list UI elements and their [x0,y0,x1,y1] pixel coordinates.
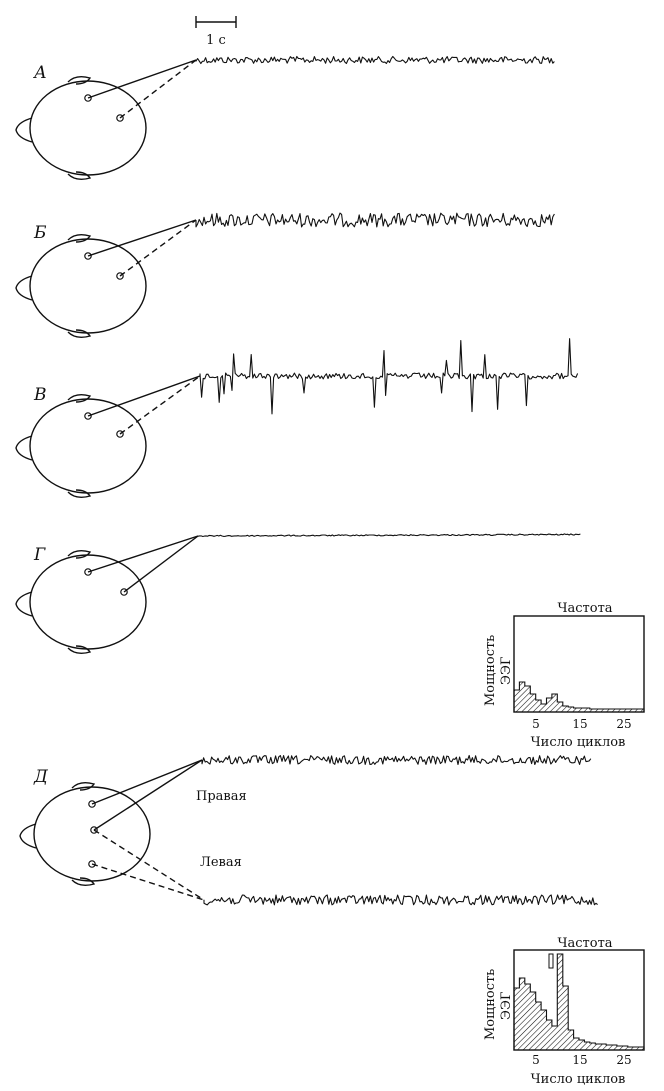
panel-label-v: В [33,385,47,405]
spectrum-2-title: Частота [557,936,612,951]
spectrum-1-bars [513,681,645,713]
head-g [15,535,199,655]
eeg-trace-a [195,55,555,65]
lead-line [87,219,197,257]
head-v [15,375,201,499]
eeg-trace-b [195,212,555,228]
spectrum-2-area [513,953,645,1051]
spectrum-2-bars [513,953,645,1051]
spectrum-chart-2: Частота Мощность ЭЭГ 5 15 25 Число цикло… [483,936,645,1087]
spectrum-1-tick-15: 15 [572,717,587,731]
spectrum-1-title: Частота [557,601,612,616]
spectrum-1-tick-25: 25 [616,717,631,731]
spectrum-2-tick-5: 5 [532,1053,540,1067]
spectrum-2-ylabel-line2: ЭЭГ [499,991,514,1020]
eeg-trace-left [203,894,598,906]
lead-line [93,759,203,831]
trace-label-right: Правая [196,789,247,804]
traces-group [195,55,598,906]
panel-label-a: А [33,63,47,83]
lead-line [87,535,199,573]
lead-line-dashed [119,375,201,435]
spectrum-1-ylabel-line2: ЭЭГ [499,656,514,685]
lead-line-dashed [119,59,197,119]
lead-line [87,59,197,99]
ear-icon [67,645,92,655]
ear-icon [67,489,92,499]
nose-icon [15,435,33,461]
ear-icon [67,549,92,559]
lead-line [91,759,203,805]
spectrum-1-xlabel: Число циклов [531,735,626,750]
lead-line [87,375,201,417]
lead-line [123,535,199,593]
heads-group [15,59,205,901]
ear-icon [67,75,92,85]
panel-label-d: Д [33,767,49,787]
spectrum-2-tick-15: 15 [572,1053,587,1067]
nose-icon [15,591,33,617]
lead-line-dashed [119,219,197,277]
lead-line-dashed [91,863,205,901]
ear-icon [67,233,92,243]
spectrum-1-tick-5: 5 [532,717,540,731]
spectrum-1-ylabel-line1: Мощность [483,635,498,706]
eeg-trace-v [199,338,579,415]
eeg-trace-g [197,533,581,538]
spectrum-2-peak [548,953,554,969]
panel-label-b: Б [33,223,47,243]
panel-label-g: Г [33,545,46,565]
spectrum-2-xlabel: Число циклов [531,1072,626,1087]
lead-line-dashed [93,829,205,901]
nose-icon [19,823,37,849]
ear-icon [67,171,92,181]
spectrum-1-area [513,681,645,713]
spectrum-chart-1: Частота Мощность ЭЭГ 5 15 25 Число цикло… [483,601,645,750]
ear-icon [71,877,96,887]
time-scale-bar: 1 с [195,16,237,48]
trace-label-left: Левая [200,855,242,870]
head-d [19,759,205,901]
spectrum-2-ylabel-line1: Мощность [483,969,498,1040]
ear-icon [67,393,92,403]
head-a [15,59,197,181]
ear-icon [71,781,96,791]
time-scale-label: 1 с [206,33,226,48]
eeg-trace-right [201,754,592,766]
ear-icon [67,329,92,339]
spectrum-2-tick-25: 25 [616,1053,631,1067]
nose-icon [15,117,33,143]
nose-icon [15,275,33,301]
head-b [15,219,197,339]
